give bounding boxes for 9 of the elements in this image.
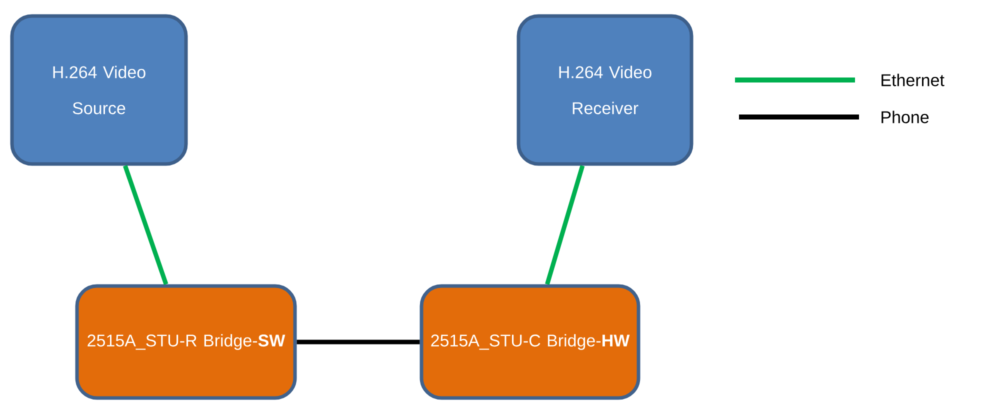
cable-line <box>545 165 585 285</box>
device-box: 2515A_STU-C Bridge-HW <box>420 284 640 400</box>
device-box: 2515A_STU-R Bridge-SW <box>75 284 297 400</box>
cable-line <box>296 340 420 344</box>
device-box: H.264 Video Source <box>10 14 188 166</box>
legend-label: Ethernet <box>882 74 944 86</box>
cable-line <box>123 165 168 285</box>
device-box: H.264 Video Receiver <box>516 14 694 166</box>
legend-label: Phone <box>882 110 929 124</box>
